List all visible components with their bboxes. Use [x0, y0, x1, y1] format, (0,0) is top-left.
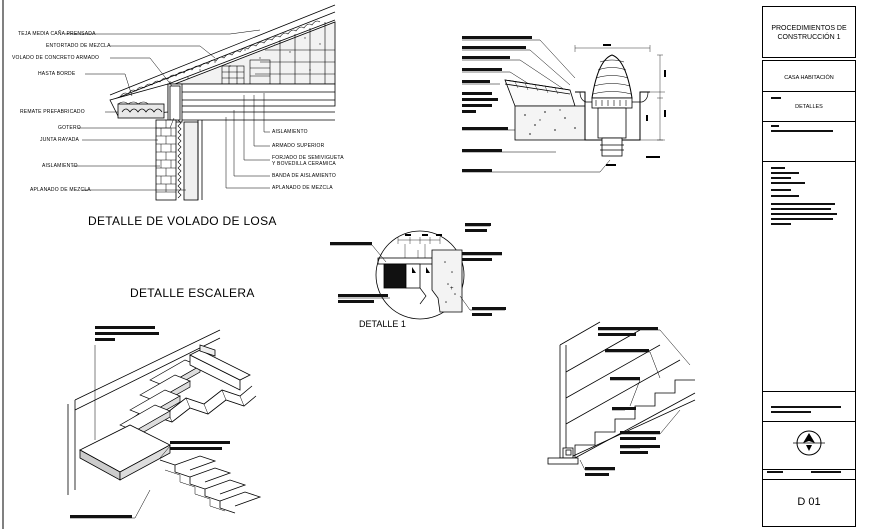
slab-label-joint: JUNTA RAYADA: [40, 137, 80, 143]
detail-1-title: DETALLE 1: [359, 319, 406, 329]
svg-text:+: +: [450, 286, 454, 292]
slab-label-precast: REMATE PREFABRICADO: [20, 109, 85, 115]
slab-label-edge: HASTA BORDE: [38, 71, 76, 77]
drain-labels: [462, 36, 532, 172]
slab-overhang-detail: [65, 4, 336, 201]
stair-isometric: [67, 326, 262, 519]
stair-title: DETALLE ESCALERA: [130, 286, 255, 300]
slab-label-overhang: VOLADO DE CONCRETO ARMADO: [12, 55, 100, 61]
stair-section: [547, 321, 696, 476]
slab-label-block: Y BOVEDILLA CERAMICA: [272, 161, 336, 167]
title-block-sheet-content: DETALLES: [795, 104, 823, 110]
slab-overhang-title: DETALLE DE VOLADO DE LOSA: [88, 214, 277, 228]
title-block-sheet-number: D 01: [797, 496, 821, 508]
title-block-body: CASA HABITACIÓN DETALLES D 01: [762, 60, 856, 527]
slab-label-plaster: APLANADO DE MEZCLA: [30, 187, 91, 193]
north-arrow-icon: [793, 430, 825, 456]
detail-1-labels: [330, 223, 506, 316]
slab-label-insulation-band: BANDA DE AISLAMIENTO: [272, 173, 336, 179]
drain-detail: [462, 39, 666, 173]
title-block-header-line2: CONSTRUCCIÓN 1: [777, 34, 841, 41]
title-block-project: CASA HABITACIÓN: [784, 75, 834, 81]
slab-label-joist: FORJADO DE SEMIVIGUETA: [272, 155, 344, 161]
slab-label-tile: TEJA MEDIA CAÑA PRENSADA: [18, 31, 96, 37]
slab-label-insulation: AISLAMIENTO: [42, 163, 78, 169]
slab-label-top-rebar: ARMADO SUPERIOR: [272, 143, 325, 149]
title-block-header: PROCEDIMIENTOS DE CONSTRUCCIÓN 1: [762, 6, 856, 58]
slab-label-drip: GOTERO: [58, 125, 81, 131]
title-block-header-line1: PROCEDIMIENTOS DE: [771, 25, 847, 32]
slab-label-screed: ENTORTADO DE MEZCLA: [46, 43, 111, 49]
detail-1-circle: +: [330, 225, 505, 320]
slab-label-plaster-right: APLANADO DE MEZCLA: [272, 185, 333, 191]
slab-label-insulation-right: AISLAMIENTO: [272, 129, 308, 135]
